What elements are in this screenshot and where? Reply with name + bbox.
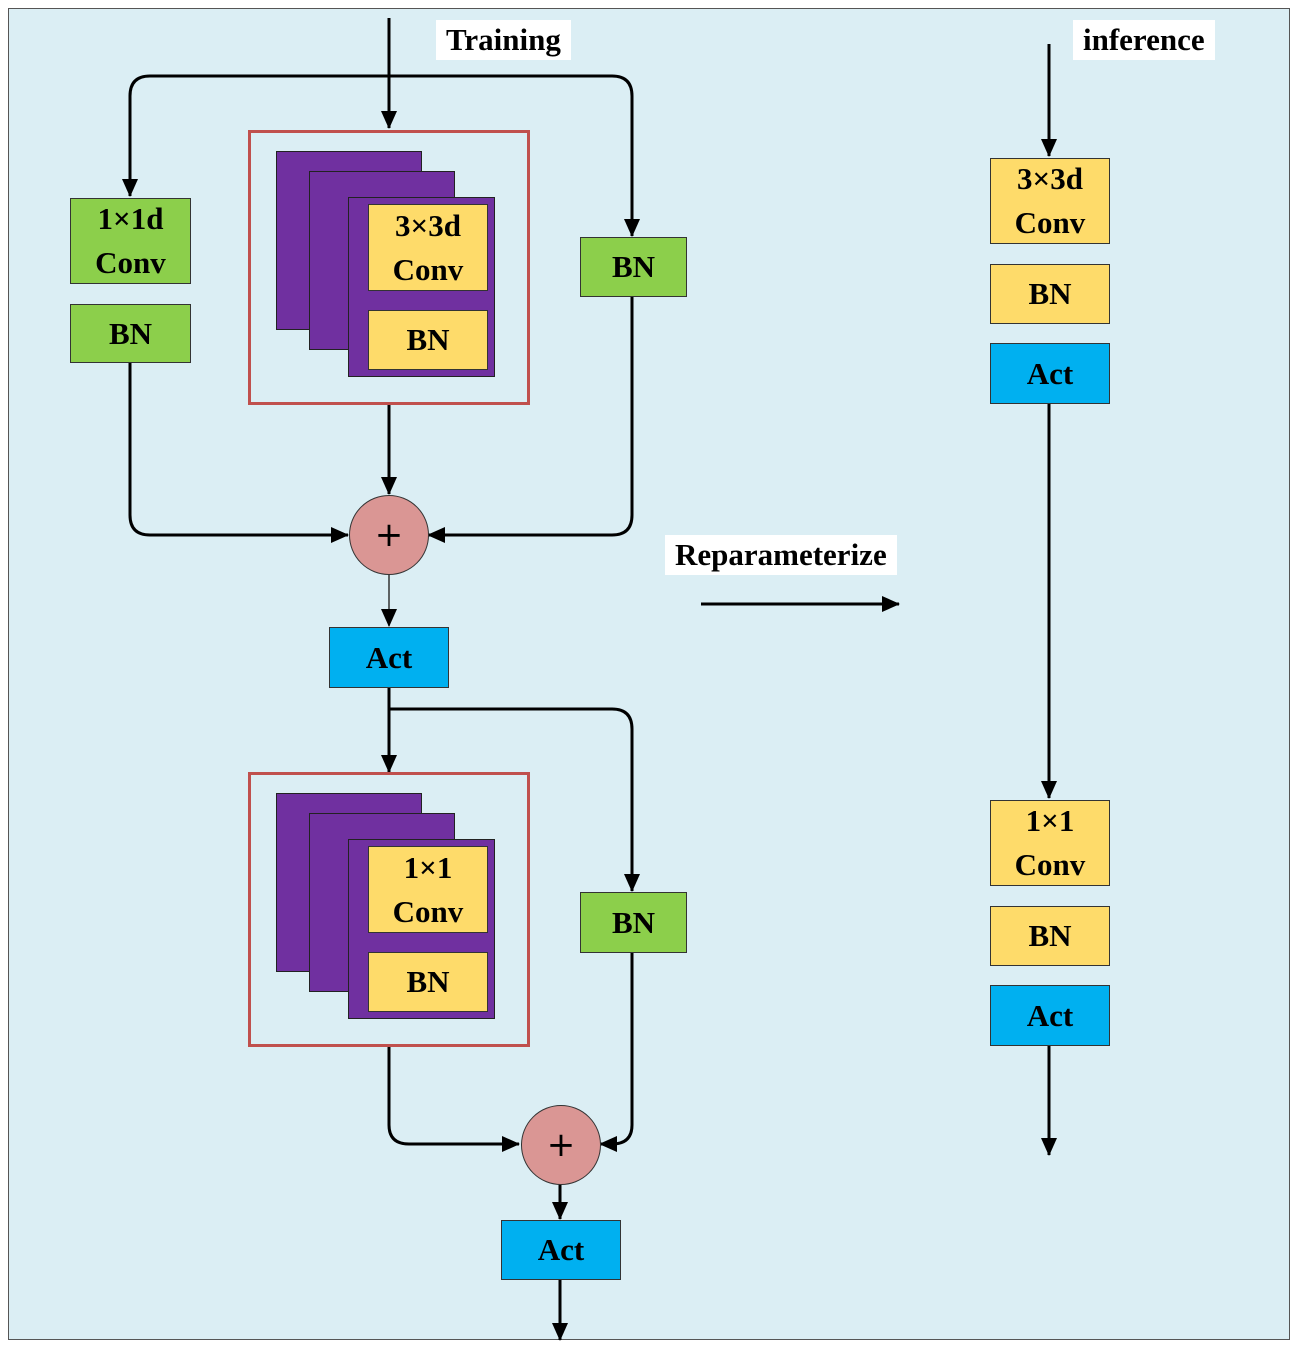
training-label: Training (436, 20, 571, 60)
conv-kernel-label: 1×1 (1025, 803, 1075, 838)
conv-label: Conv (95, 245, 166, 280)
bn-right-box-2: BN (580, 892, 687, 953)
plus-icon: + (546, 1125, 576, 1165)
bn-label: BN (108, 315, 153, 351)
rep-branch-frame-2 (248, 772, 530, 1047)
center2-to-add-arrow (387, 1047, 520, 1152)
branch-left-arrow (122, 74, 389, 197)
act-label: Act (537, 1232, 585, 1267)
act-label: Act (1026, 997, 1074, 1033)
conv-kernel-label: 1×1d (97, 201, 164, 236)
conv-label: Conv (392, 251, 464, 287)
conv1x1-box: 1×1 Conv (368, 846, 488, 933)
rep-branch-frame (248, 130, 530, 405)
bn-label: BN (406, 322, 450, 357)
bn-right-box: BN (580, 237, 687, 297)
act-box: Act (329, 627, 449, 688)
bn-label: BN (1028, 276, 1072, 311)
act-label: Act (365, 639, 413, 675)
right-to-add-arrow (427, 297, 634, 543)
inference-bn-box-2: BN (990, 906, 1110, 966)
bn-label: BN (1028, 918, 1072, 953)
reparameterize-label: Reparameterize (665, 535, 897, 575)
inference-conv3x3d-box: 3×3d Conv (990, 158, 1110, 244)
add-node: + (349, 495, 429, 575)
conv-label: Conv (392, 893, 464, 929)
plus-icon: + (374, 515, 404, 555)
inference-bn-box: BN (990, 264, 1110, 324)
inference-act-box-2: Act (990, 985, 1110, 1046)
branch-right-arrow (389, 74, 640, 237)
conv-kernel-label: 1×1 (403, 849, 453, 885)
act-to-right2-arrow (389, 707, 640, 892)
inference-conv1x1-box: 1×1 Conv (990, 800, 1110, 886)
act-box-2: Act (501, 1220, 621, 1280)
bn-left-box: BN (70, 304, 191, 363)
conv-label: Conv (1014, 847, 1086, 882)
bn-center-box: BN (368, 310, 488, 370)
add-node-2: + (521, 1105, 601, 1185)
conv-kernel-label: 3×3d (1017, 161, 1083, 196)
inference-act-box: Act (990, 343, 1110, 404)
bn-center-box-2: BN (368, 952, 488, 1012)
act-label: Act (1026, 355, 1074, 391)
conv1x1d-box: 1×1d Conv (70, 198, 191, 284)
bn-label: BN (406, 964, 450, 999)
bn-label: BN (611, 904, 656, 940)
conv-label: Conv (1014, 205, 1086, 240)
conv3x3d-box: 3×3d Conv (368, 204, 488, 291)
bn-label: BN (611, 249, 656, 284)
left-to-add-arrow (128, 363, 349, 543)
right2-to-add-arrow (599, 953, 634, 1152)
conv-kernel-label: 3×3d (395, 207, 461, 243)
inference-label: inference (1073, 20, 1215, 60)
